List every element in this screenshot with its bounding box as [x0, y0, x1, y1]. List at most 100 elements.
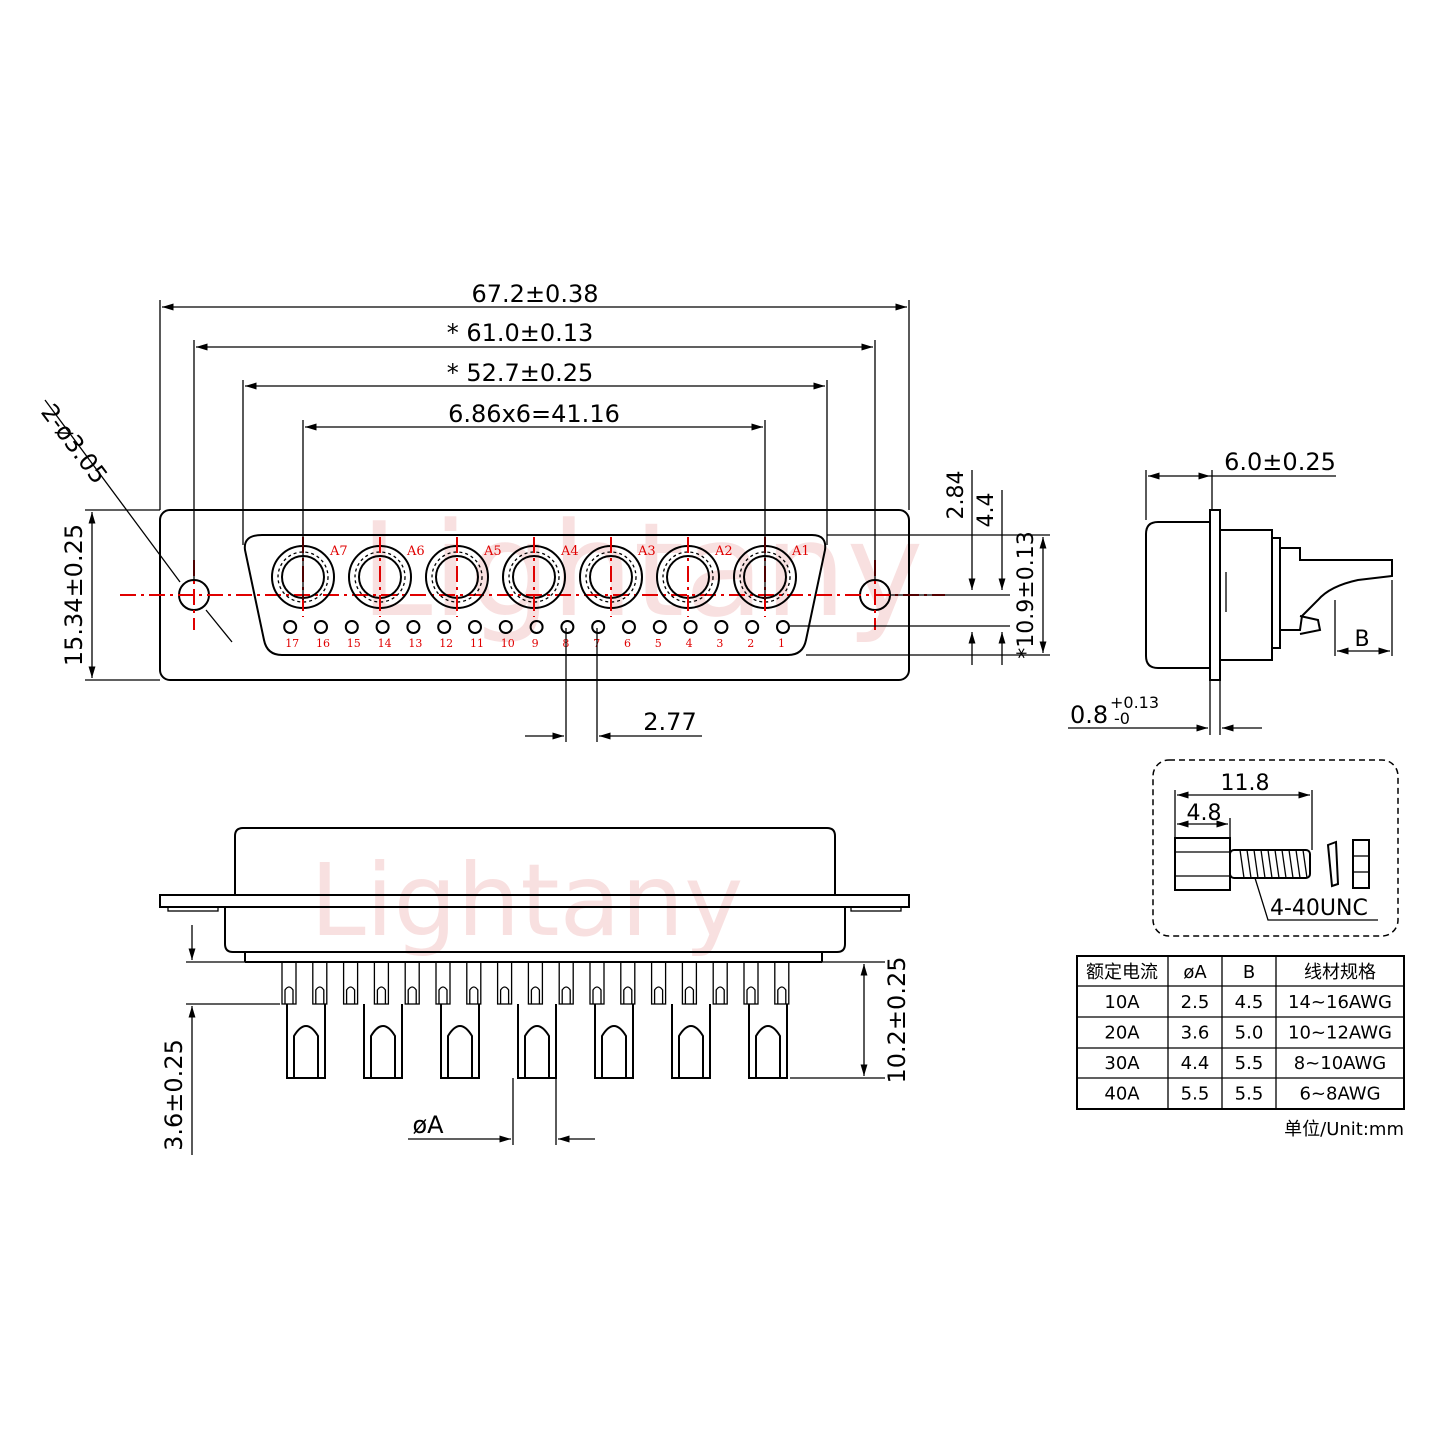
signal-pin — [743, 961, 759, 1005]
signal-contact-15: 15 — [344, 620, 361, 650]
unit-label: 单位/Unit:mm — [1284, 1119, 1404, 1140]
side-rear-shell — [1219, 529, 1273, 661]
signal-pin — [681, 961, 698, 1005]
bottom-lower-shell — [224, 907, 846, 953]
side-flange — [1209, 509, 1221, 681]
power-tail — [594, 1004, 634, 1079]
dim-mount-hole-spacing: * 61.0±0.13 — [447, 319, 594, 347]
power-tail — [363, 1004, 403, 1079]
table-cell: 10~12AWG — [1288, 1023, 1392, 1044]
power-contact-label: A1 — [791, 544, 810, 559]
dim-signal-pitch: 2.77 — [643, 708, 696, 736]
dim-flange-thickness: 0.8 — [1070, 701, 1108, 729]
dim-overall-width: 67.2±0.38 — [472, 280, 599, 308]
signal-pin — [558, 961, 574, 1005]
dim-flange-height: 15.34±0.25 — [60, 524, 88, 666]
signal-contact-9: 9 — [529, 620, 544, 650]
table-cell: 6~8AWG — [1299, 1084, 1380, 1105]
side-tail-tip — [1299, 615, 1322, 635]
signal-contact-label: 6 — [624, 637, 631, 650]
watermark-bottom: Lightany — [310, 842, 743, 959]
table-cell: 4.4 — [1181, 1053, 1210, 1074]
signal-contact-label: 15 — [347, 637, 361, 650]
side-insert — [1271, 537, 1281, 649]
table-cell: 30A — [1104, 1053, 1140, 1074]
signal-contact-11: 11 — [468, 620, 484, 650]
signal-pin — [342, 961, 359, 1005]
dim-hole-callout: 2-ø3.05 — [35, 399, 113, 489]
side-view: 6.0±0.25 B 0.8 +0.13 -0 — [1068, 448, 1393, 735]
table-cell: 5.5 — [1235, 1053, 1264, 1074]
power-contact-a5: A5 — [425, 537, 502, 617]
table-header-b: B — [1243, 962, 1255, 983]
dim-row-offset: 2.84 — [944, 471, 969, 520]
signal-pin — [404, 961, 420, 1005]
bottom-upper-shell — [234, 827, 836, 895]
signal-contact-4: 4 — [683, 620, 698, 650]
dim-tol-minus: -0 — [1114, 709, 1130, 728]
signal-pin — [589, 961, 605, 1005]
dim-shell-height: *10.9±0.13 — [1014, 531, 1039, 658]
screw-detail: 11.8 4.8 4-40UNC — [1152, 759, 1399, 937]
signal-contact-label: 12 — [439, 637, 453, 650]
table-cell: 10A — [1104, 992, 1140, 1013]
screw-head-length: 4.8 — [1187, 801, 1222, 826]
signal-contact-label: 5 — [655, 637, 662, 650]
power-contact-a4: A4 — [502, 537, 579, 617]
screw-length: 11.8 — [1221, 771, 1270, 796]
dim-b: B — [1354, 627, 1369, 652]
power-tail — [671, 1004, 711, 1079]
power-contact-label: A5 — [483, 544, 502, 559]
power-contact-label: A6 — [406, 544, 425, 559]
signal-contact-6: 6 — [622, 620, 636, 650]
signal-contact-label: 14 — [378, 637, 392, 650]
dim-depth: 6.0±0.25 — [1224, 448, 1336, 476]
dim-tol-plus: +0.13 — [1110, 693, 1159, 712]
screw-thread-spec: 4-40UNC — [1270, 896, 1368, 921]
signal-contact-label: 4 — [686, 637, 693, 650]
signal-pin — [650, 961, 667, 1005]
bottom-flange — [159, 894, 910, 908]
hex-nut — [1352, 839, 1370, 889]
signal-pin — [373, 961, 390, 1005]
table-header-diameter: øA — [1183, 962, 1207, 983]
dim-contact-pitch: 6.86x6=41.16 — [448, 400, 620, 428]
table-cell: 14~16AWG — [1288, 992, 1392, 1013]
signal-contact-label: 9 — [532, 637, 539, 650]
signal-contact-label: 3 — [716, 637, 723, 650]
signal-contact-1: 1 — [776, 620, 790, 650]
signal-contact-label: 11 — [470, 637, 484, 650]
screw-thread — [1229, 849, 1311, 879]
lock-washer — [1326, 840, 1340, 888]
side-body — [1145, 521, 1210, 669]
signal-pin — [712, 961, 728, 1005]
table-cell: 3.6 — [1181, 1023, 1210, 1044]
dim-shell-width: * 52.7±0.25 — [447, 359, 594, 387]
power-contact-a7: A7 — [271, 537, 348, 617]
signal-contact-2: 2 — [745, 620, 760, 650]
power-tail — [748, 1004, 788, 1079]
signal-pin — [496, 961, 513, 1005]
table-cell: 5.0 — [1235, 1023, 1264, 1044]
power-tail — [517, 1004, 557, 1079]
side-bent-tail — [1280, 547, 1393, 631]
signal-pin — [435, 961, 451, 1005]
signal-contact-label: 2 — [747, 637, 754, 650]
signal-pin — [281, 961, 297, 1005]
table-header-wire: 线材规格 — [1304, 962, 1376, 983]
signal-contact-label: 17 — [285, 637, 299, 650]
screw-hex-head — [1174, 837, 1231, 891]
signal-contact-label: 16 — [316, 637, 330, 650]
table-header-current: 额定电流 — [1086, 962, 1158, 983]
dim-tail-length: 10.2±0.25 — [883, 957, 911, 1084]
signal-contact-3: 3 — [714, 620, 729, 650]
power-contact-a2: A2 — [656, 537, 733, 617]
table-cell: 2.5 — [1181, 992, 1210, 1013]
power-contact-label: A2 — [714, 544, 733, 559]
bottom-view: 10.2±0.25 3.6±0.25 øA — [159, 827, 911, 1155]
signal-pin — [774, 961, 790, 1005]
table-cell: 20A — [1104, 1023, 1140, 1044]
